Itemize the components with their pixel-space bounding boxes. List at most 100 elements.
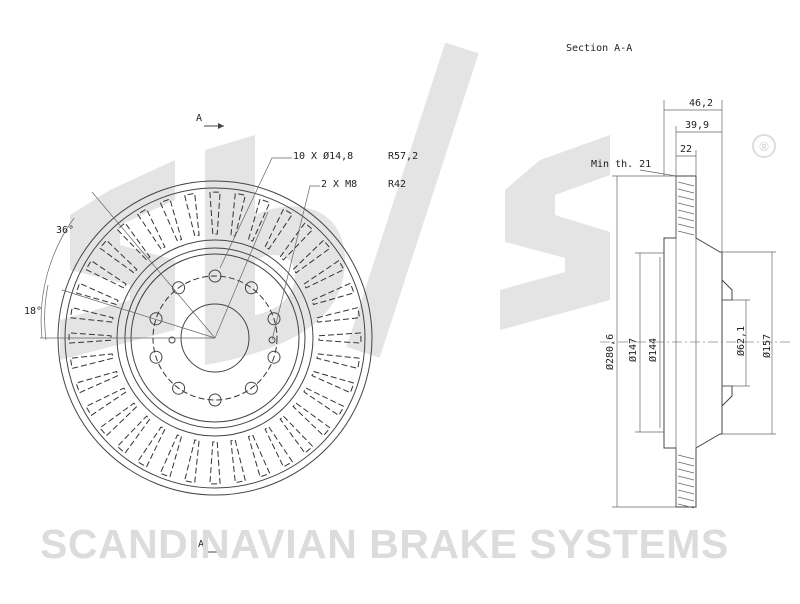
bolt-hole: [149, 312, 163, 326]
cooling-vane: [303, 259, 345, 289]
min-thickness-leader: [639, 169, 677, 177]
holes-radius-callout: R57,2: [388, 151, 418, 162]
dia-outer-label: Ø280,6: [604, 334, 616, 370]
bore-chamfer-top: [721, 279, 733, 301]
cooling-vane: [136, 426, 166, 468]
cooling-vane: [247, 198, 271, 242]
cooling-vane: [183, 192, 200, 237]
threads-callout: 2 X M8: [321, 179, 357, 190]
bolt-hole: [244, 381, 258, 395]
cooling-vane: [159, 198, 183, 242]
vane-mark: [677, 209, 695, 215]
bolt-hole: [267, 350, 281, 364]
cooling-vane: [247, 434, 271, 478]
vane-mark: [677, 496, 695, 502]
bolt-hole: [208, 393, 222, 407]
cooling-vane: [230, 192, 247, 237]
cooling-vane: [316, 353, 361, 370]
vane-mark: [677, 223, 695, 229]
vane-mark: [677, 216, 695, 222]
section-title: Section A-A: [566, 43, 632, 54]
bolt-hole: [244, 281, 258, 295]
bore-chamfer-bottom: [721, 385, 733, 407]
cooling-vane: [69, 353, 114, 370]
vane-mark: [677, 468, 695, 474]
dia-147-label: Ø147: [627, 338, 639, 362]
cooling-vane: [264, 426, 294, 468]
cooling-vane: [209, 191, 221, 235]
vane-mark: [677, 503, 695, 509]
front-view: 36° 18° 10 X Ø14,8 R57,2 2 X M8 R42 A A: [24, 113, 418, 555]
cooling-vane: [159, 434, 183, 478]
dia-157-label: Ø157: [761, 334, 773, 358]
radius-leader: [214, 211, 269, 339]
arrow-right-icon: [218, 123, 224, 129]
angle-arc-36: [40, 217, 75, 339]
thread-hole-right: [268, 336, 276, 344]
angle-18-label: 18°: [24, 306, 42, 317]
section-marker-top: A: [196, 113, 202, 124]
cooling-vane: [311, 282, 355, 306]
dia-bore-label: Ø62,1: [735, 326, 747, 356]
vane-mark: [677, 195, 695, 201]
threads-callout-leader: [271, 185, 320, 341]
registered-mark-icon: [752, 134, 776, 158]
width-hat-label: 39,9: [685, 120, 709, 131]
cooling-vane: [69, 306, 114, 323]
cooling-vane: [99, 239, 138, 274]
vane-mark: [677, 489, 695, 495]
cooling-vane: [85, 387, 127, 417]
cooling-vane: [264, 208, 294, 250]
cooling-vane: [116, 222, 151, 261]
bolt-hole: [267, 312, 281, 326]
cooling-vane: [68, 332, 112, 344]
bolt-hole: [172, 381, 186, 395]
section-view: Section A-A 46,2 39,9 22 Min th. 21: [566, 43, 790, 509]
holes-callout: 10 X Ø14,8: [293, 150, 353, 162]
vane-mark: [677, 461, 695, 467]
dia-144-label: Ø144: [647, 338, 659, 362]
thread-hole-left: [168, 336, 176, 344]
cooling-vane: [292, 239, 331, 274]
angle-line-36: [91, 191, 216, 339]
width-total-label: 46,2: [689, 98, 713, 109]
vane-mark: [677, 230, 695, 236]
vane-mark: [677, 188, 695, 194]
cooling-vane: [316, 306, 361, 323]
disc-section-outline: [663, 175, 723, 508]
vane-mark: [677, 475, 695, 481]
vane-mark: [677, 454, 695, 460]
cooling-vane: [85, 259, 127, 289]
cooling-vane: [303, 387, 345, 417]
holes-callout-leader: [219, 157, 292, 269]
arrow-right-icon: [218, 549, 224, 555]
cooling-vane: [292, 402, 331, 437]
cooling-vane: [230, 439, 247, 484]
angle-36-label: 36°: [56, 225, 74, 236]
cooling-vane: [279, 415, 314, 454]
cooling-vane: [318, 332, 362, 344]
angle-arc-18: [44, 284, 49, 341]
cooling-vane: [116, 415, 151, 454]
cooling-vane: [136, 208, 166, 250]
cooling-vane: [75, 370, 119, 394]
cooling-vane: [279, 222, 314, 261]
vane-mark: [677, 482, 695, 488]
cooling-vanes: [68, 191, 362, 485]
cooling-vane: [311, 370, 355, 394]
min-thickness-label: Min th. 21: [591, 159, 651, 170]
angle-line-18: [61, 289, 216, 339]
section-vane-marks: [677, 181, 695, 509]
vane-mark: [677, 181, 695, 187]
section-marker-bottom: A: [198, 539, 204, 550]
bolt-holes: [149, 269, 281, 407]
cooling-vane: [75, 282, 119, 306]
sbs-logo-watermark: ®: [60, 42, 776, 365]
bolt-hole: [149, 350, 163, 364]
cooling-vane: [183, 439, 200, 484]
width-disc-label: 22: [680, 144, 692, 155]
threads-radius-callout: R42: [388, 179, 406, 190]
registered-mark: ®: [759, 139, 769, 154]
